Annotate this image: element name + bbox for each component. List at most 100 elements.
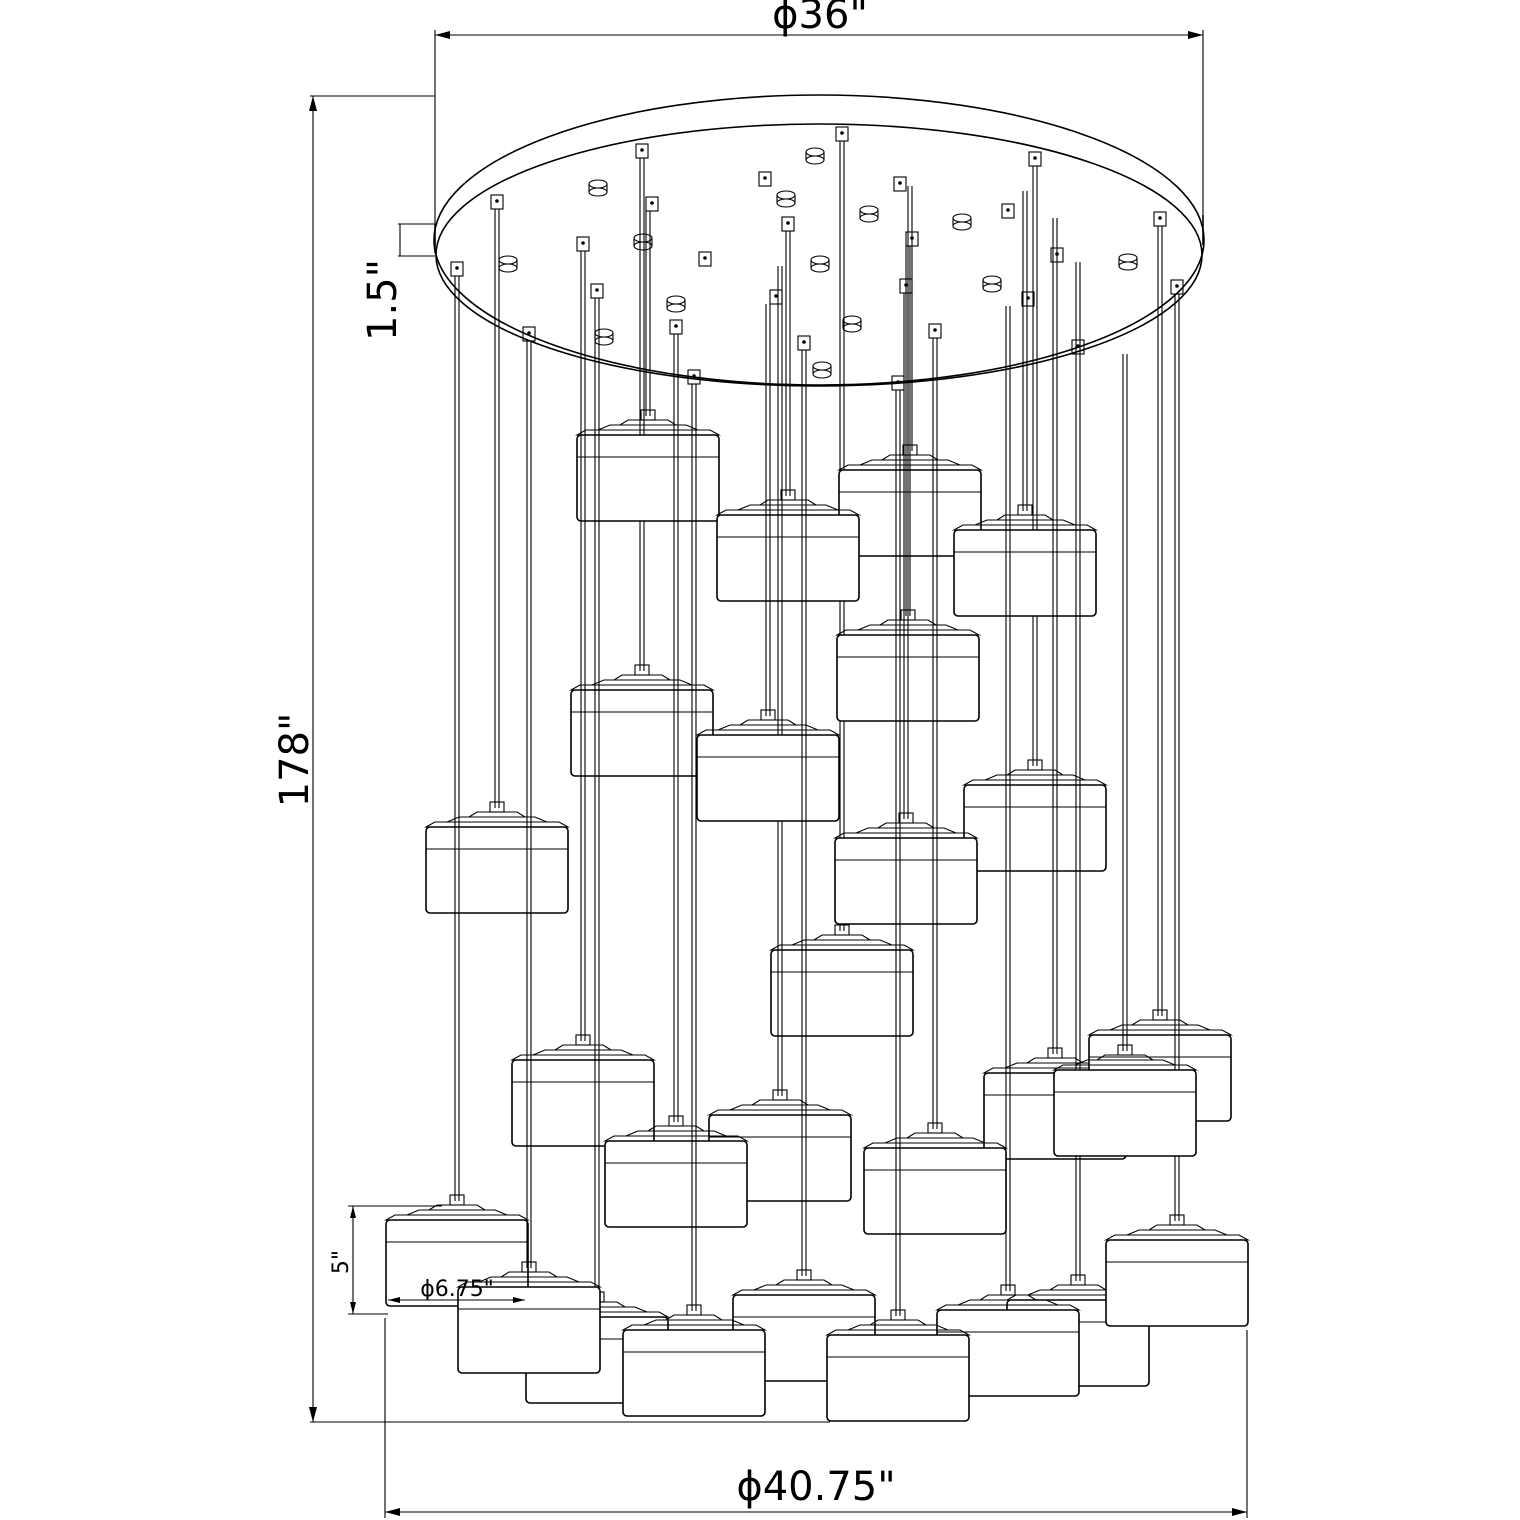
pendant-cord: [932, 338, 938, 1129]
pendant-mount-icon: [1071, 339, 1085, 355]
pendant: [1086, 211, 1234, 1122]
pendant-shade: [574, 409, 722, 522]
pendant-mount-icon: [450, 261, 464, 277]
pendant-cord: [1022, 191, 1028, 511]
pendant: [961, 151, 1109, 872]
pendant-mount-icon: [1153, 211, 1167, 227]
pendant: [824, 375, 972, 1422]
pendant: [981, 203, 1129, 1160]
pendant-cord: [905, 246, 911, 616]
pendant-shade: [602, 1115, 750, 1228]
pendant-mount-icon: [687, 369, 701, 385]
pendant-mount-icon: [576, 236, 590, 252]
pendant-shade: [934, 1284, 1082, 1397]
pendant-cord: [639, 158, 645, 671]
pendant-cord: [526, 341, 532, 1268]
pendant: [1051, 339, 1199, 1157]
mount-hole-icon: [812, 361, 832, 379]
pendant: [893, 176, 1099, 617]
overall-diameter-label: ϕ40.75": [736, 1464, 895, 1510]
pendant-shade: [694, 709, 842, 822]
pendant-cord: [1032, 166, 1038, 766]
overall-height-label: 178": [272, 713, 318, 808]
pendant-shade: [951, 504, 1099, 617]
shade-height-dimension: 5": [329, 1205, 442, 1315]
pendant-mount-icon: [835, 126, 849, 142]
pendant: [455, 326, 603, 1374]
pendant-mount-icon: [590, 283, 604, 299]
pendant-cord: [580, 251, 586, 1041]
pendant-mount-icon: [1050, 247, 1064, 263]
pendant-cord: [594, 298, 600, 1298]
canopy-mount-holes: [498, 147, 1138, 379]
mount-hole-icon: [952, 213, 972, 231]
pendant: [509, 236, 657, 1147]
mount-hole-icon: [805, 147, 825, 165]
pendant: [714, 216, 862, 602]
pendant-mount-icon: [769, 289, 783, 305]
mount-hole-icon: [776, 190, 796, 208]
pendant-cord: [1174, 294, 1180, 1221]
pendant-cord: [454, 276, 460, 1201]
pendant-cord: [895, 390, 901, 1316]
pendant-mount-icon: [928, 323, 942, 339]
pendant-mount-icon: [490, 194, 504, 210]
pendant-shade: [1051, 1044, 1199, 1157]
pendant-shade: [383, 1194, 531, 1307]
mount-hole-icon: [633, 233, 653, 251]
pendant-shade: [620, 1304, 768, 1417]
pendant-mount-icon: [1028, 151, 1042, 167]
pendant: [758, 171, 984, 557]
pendant-mount-icon: [905, 231, 919, 247]
shade-diameter-dimension: ϕ6.75": [388, 1277, 525, 1303]
pendant-mount-icon: [893, 176, 907, 192]
pendant-shade: [423, 801, 571, 914]
mount-hole-icon: [842, 315, 862, 333]
canopy-height-dimension: 1.5": [360, 223, 435, 341]
pendant-cord: [1122, 354, 1128, 1051]
pendant-mount-icon: [645, 196, 659, 212]
pendant: [934, 291, 1082, 1397]
mount-hole-icon: [588, 179, 608, 197]
pendant-mount-icon: [698, 251, 712, 267]
mount-hole-icon: [859, 205, 879, 223]
pendant-mount-icon: [635, 143, 649, 159]
pendant-shade: [509, 1034, 657, 1147]
pendant-cord: [1052, 218, 1058, 1054]
pendant: [423, 194, 571, 914]
mount-hole-icon: [982, 275, 1002, 293]
mount-hole-icon: [498, 255, 518, 273]
canopy: [433, 94, 1205, 387]
pendant-mount-icon: [899, 278, 913, 294]
pendant: [620, 369, 768, 1417]
pendant-shade: [824, 1309, 972, 1422]
pendant-mount-icon: [669, 319, 683, 335]
mount-hole-icon: [1118, 253, 1138, 271]
pendant-shade: [714, 489, 862, 602]
pendant: [602, 319, 750, 1228]
pendant-mount-icon: [797, 335, 811, 351]
shade-height-label: 5": [329, 1250, 354, 1274]
pendant-cord: [645, 211, 651, 416]
pendant: [694, 289, 842, 822]
pendant-mount-icon: [781, 216, 795, 232]
mount-hole-icon: [594, 328, 614, 346]
pendant-cord: [777, 266, 783, 1096]
pendant-cord: [1157, 226, 1163, 1016]
pendant-shade: [961, 759, 1109, 872]
pendant-cord: [1005, 306, 1011, 1291]
pendant-cord: [785, 231, 791, 496]
canopy-diameter-label: ϕ36": [772, 0, 868, 38]
pendant-mount-icon: [522, 326, 536, 342]
pendant-shade: [1103, 1214, 1251, 1327]
pendant-cord: [673, 334, 679, 1122]
pendant: [574, 196, 722, 522]
pendant-cord: [494, 209, 500, 808]
pendant-mount-icon: [891, 375, 905, 391]
pendant-shade: [832, 812, 980, 925]
pendant-mount-icon: [758, 171, 772, 187]
shade-diameter-label: ϕ6.75": [420, 1277, 494, 1302]
pendant-cord: [801, 350, 807, 1276]
mount-hole-icon: [810, 255, 830, 273]
